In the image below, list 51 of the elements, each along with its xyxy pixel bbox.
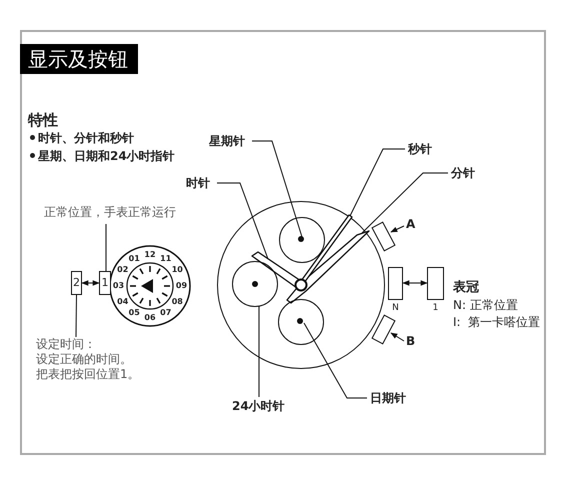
- dial-number: 05: [128, 308, 140, 318]
- position-label: 1: [432, 302, 440, 314]
- dial-number: 04: [116, 296, 129, 307]
- dial-number: 03: [112, 281, 124, 291]
- crown-note: N: 正常位置: [453, 297, 518, 314]
- dial-number: 01: [128, 254, 140, 264]
- leader-line: [76, 294, 77, 338]
- caption-text: 正常位置，手表正常运行: [44, 204, 184, 220]
- callout-letter: B: [406, 333, 418, 349]
- dial-number: 06: [144, 312, 156, 322]
- dial-number: 08: [171, 296, 184, 307]
- arrow: [402, 280, 428, 286]
- leader-line: [362, 172, 448, 234]
- crown-note: I: 第一卡嗒位置: [453, 314, 540, 331]
- position-label: N: [391, 302, 400, 314]
- dial-number: 02: [116, 265, 129, 276]
- crown-position-box: [427, 267, 444, 300]
- dial-number: 12: [144, 250, 156, 260]
- callout-text: 24小时针: [232, 398, 290, 414]
- leader-line: [350, 148, 406, 216]
- dial-number: 11: [160, 254, 172, 264]
- callout-text: 日期针: [370, 390, 412, 406]
- leader-line: [304, 322, 368, 398]
- second-hand: [300, 214, 352, 284]
- bullet-text: 时针、分针和秒针: [38, 130, 134, 147]
- position-box: 1: [99, 271, 111, 295]
- callout-text: 时针: [186, 175, 214, 191]
- callout-text: 分针: [451, 165, 481, 181]
- note-text: 设定正确的时间。把表把按回位置1。: [36, 352, 140, 382]
- leader-line: [252, 140, 302, 238]
- arrow: [390, 226, 404, 232]
- callout-text: 星期针: [209, 133, 249, 149]
- arrow: [390, 332, 404, 342]
- pusher: [370, 221, 396, 251]
- position-box: 2: [71, 271, 82, 295]
- leader-line: [258, 306, 260, 398]
- crown: [388, 267, 403, 300]
- callout-text: 秒针: [408, 141, 438, 157]
- dial-number: 09: [176, 281, 188, 291]
- bullet-text: 星期、日期和24小时指针: [38, 148, 175, 165]
- leader-line: [216, 182, 268, 260]
- title-bar: 显示及按钮: [20, 44, 138, 74]
- note-heading: 设定时间：: [36, 337, 97, 352]
- dial-number: 10: [171, 265, 184, 276]
- callout-letter: A: [406, 216, 418, 232]
- heading: 特性: [28, 110, 58, 130]
- dial-number: 07: [160, 308, 172, 318]
- crown-heading: 表冠: [453, 279, 479, 297]
- pivot-dot: [297, 318, 303, 324]
- pivot-dot: [298, 236, 304, 242]
- arrow: [81, 280, 100, 286]
